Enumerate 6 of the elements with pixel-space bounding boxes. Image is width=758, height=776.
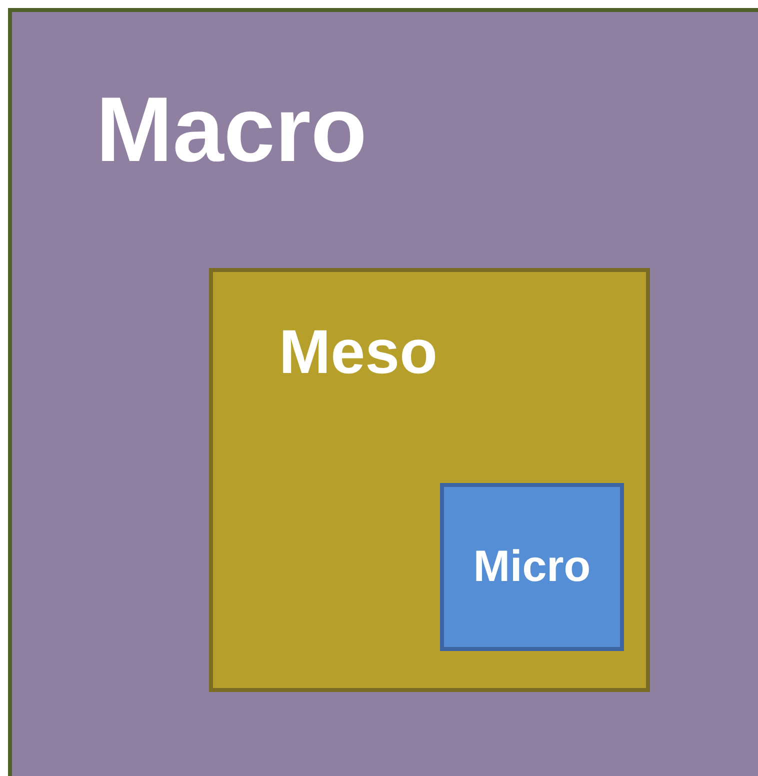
scale-label: Macro bbox=[96, 84, 367, 176]
scale-label: Micro bbox=[472, 545, 592, 589]
scale-label: Meso bbox=[279, 322, 438, 384]
scale-box bbox=[209, 268, 650, 692]
scale-box bbox=[440, 483, 624, 651]
scale-box bbox=[8, 8, 758, 776]
